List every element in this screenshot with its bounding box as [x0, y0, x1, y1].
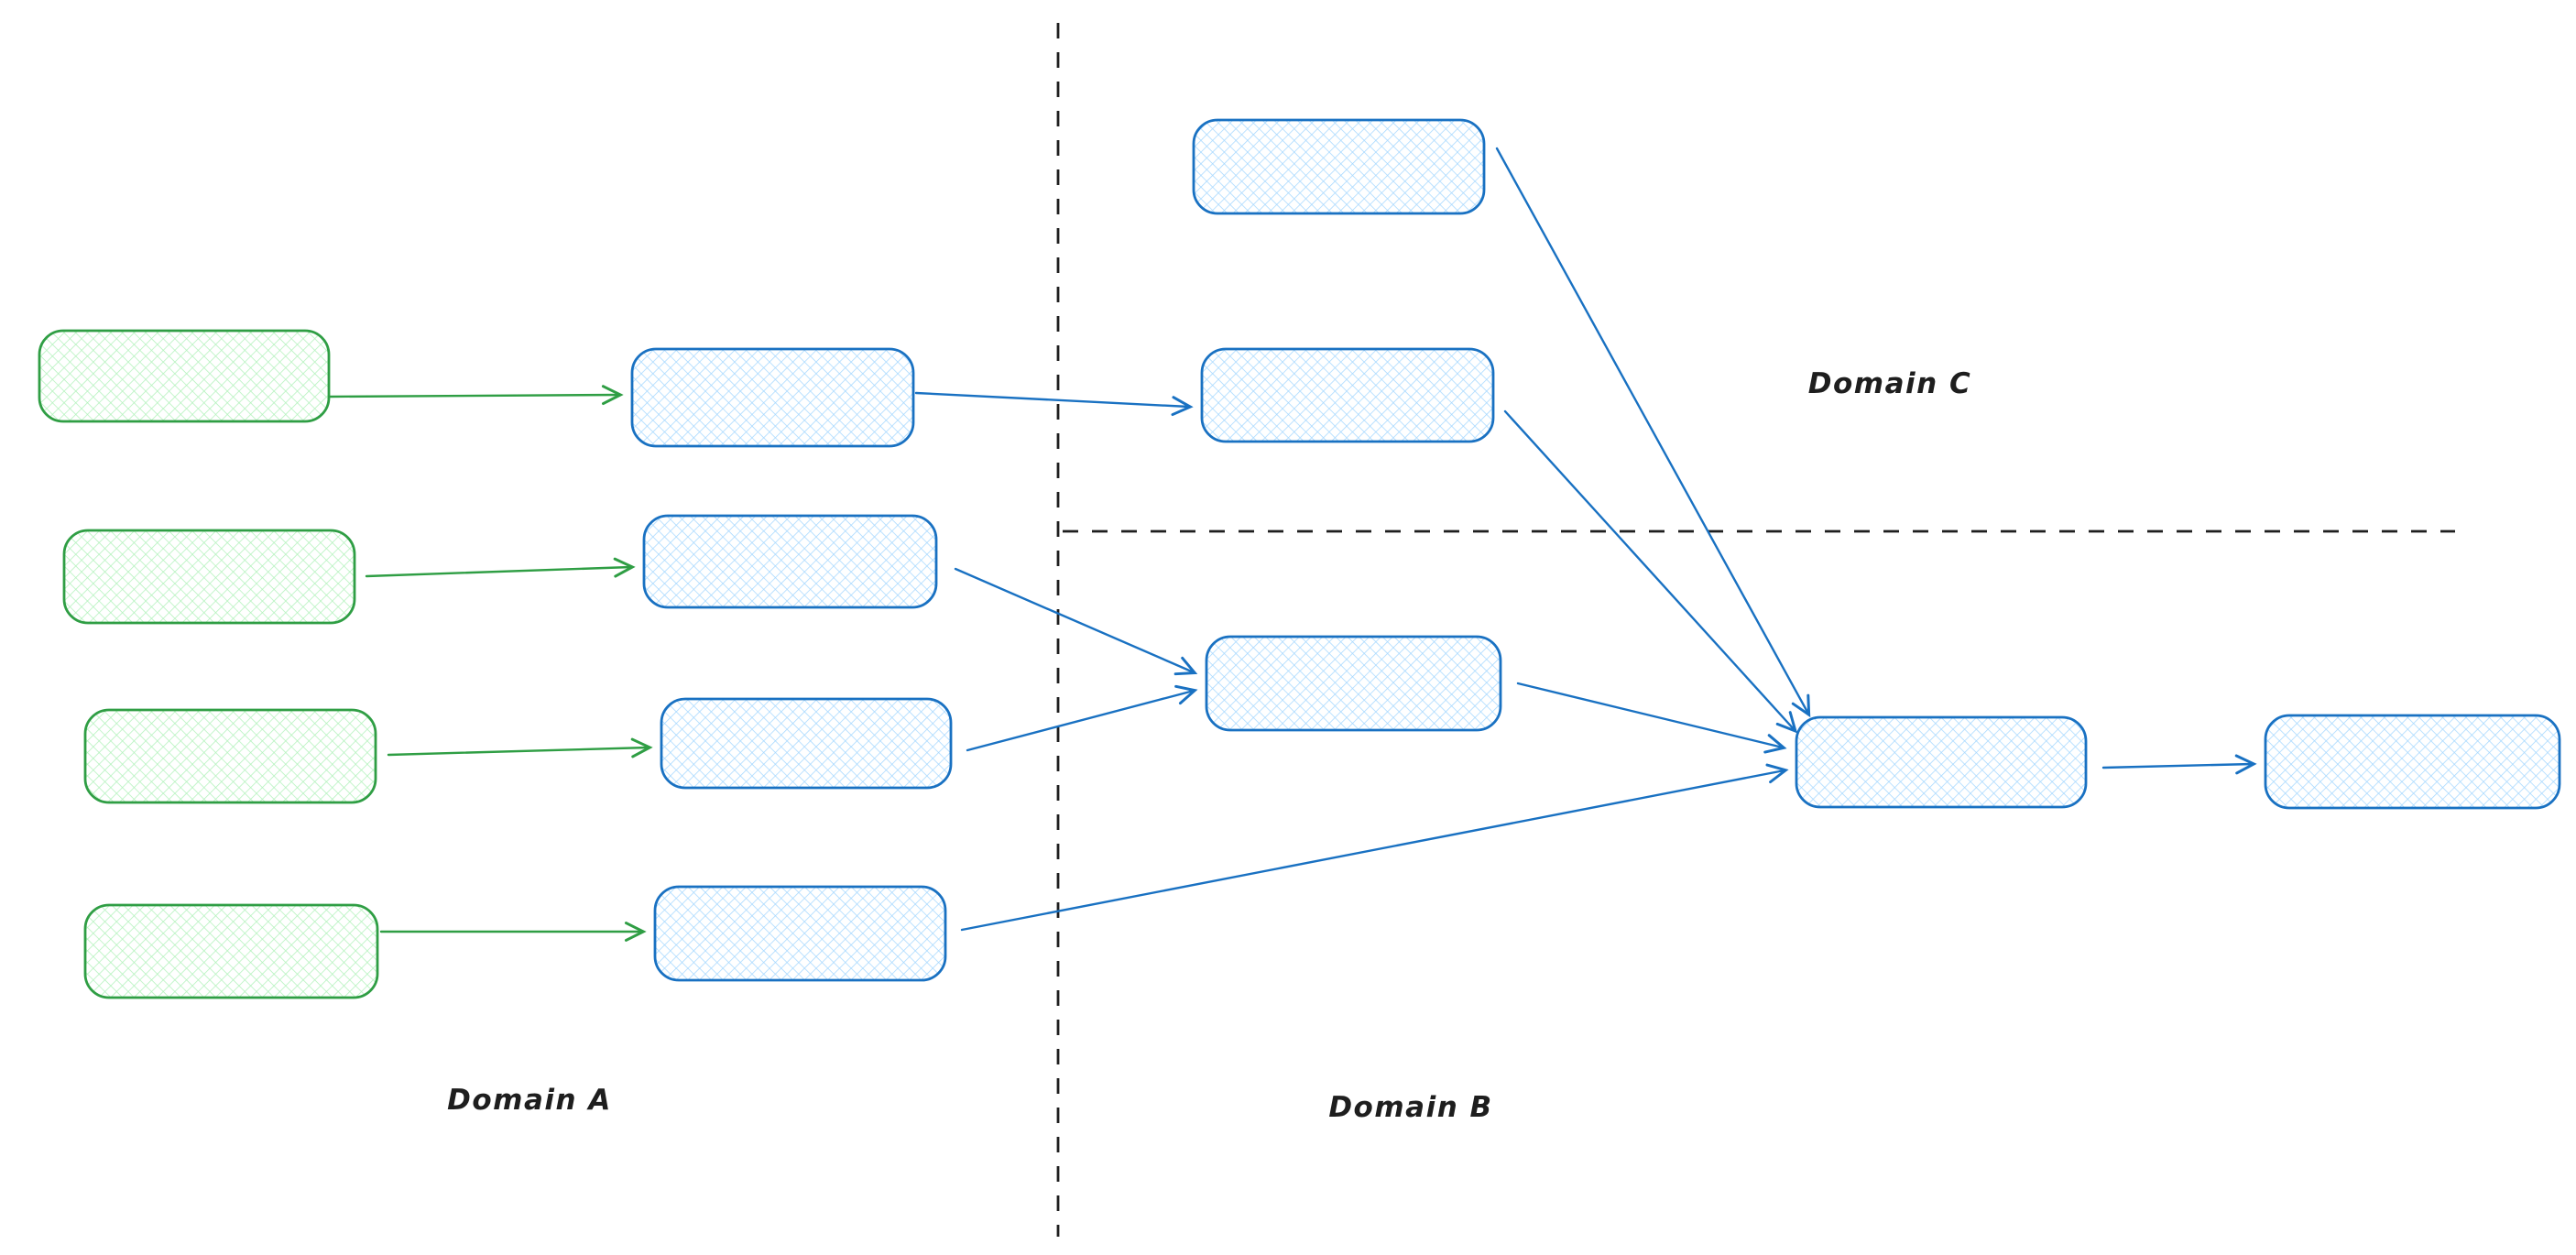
- node-blue-a4: [653, 885, 947, 982]
- node-blue-b-final: [2264, 714, 2561, 810]
- edge-bluea3-to-fanin: [966, 684, 1198, 752]
- node-green-1: [38, 329, 331, 423]
- edge-bluea2-to-fanin: [954, 567, 1198, 676]
- edge-green2-to-bluea2: [365, 557, 636, 578]
- edge-converge-to-final: [2101, 754, 2257, 775]
- edge-bluea4-to-converge: [960, 763, 1789, 932]
- node-blue-c-mid: [1200, 347, 1495, 443]
- edge-cmid-to-converge: [1503, 409, 1798, 734]
- node-blue-b-fanin: [1205, 635, 1502, 732]
- label-domain-c: Domain C: [1808, 367, 1972, 400]
- edge-fanin-to-converge: [1516, 682, 1787, 754]
- node-green-2: [62, 529, 356, 625]
- edge-green1-to-bluea1: [328, 385, 624, 406]
- node-green-3: [83, 708, 377, 804]
- node-blue-a1: [630, 347, 915, 448]
- node-green-4: [83, 903, 379, 999]
- node-blue-b-converge: [1795, 715, 2088, 809]
- node-blue-a2: [642, 514, 938, 609]
- label-domain-b: Domain B: [1328, 1091, 1492, 1124]
- node-blue-c-top: [1192, 118, 1486, 215]
- edge-green3-to-bluea3: [387, 737, 653, 758]
- node-blue-a3: [660, 697, 953, 790]
- edge-bluea1-to-cmid: [914, 391, 1194, 417]
- label-domain-a: Domain A: [447, 1084, 612, 1117]
- edge-ctop-to-converge: [1495, 147, 1811, 718]
